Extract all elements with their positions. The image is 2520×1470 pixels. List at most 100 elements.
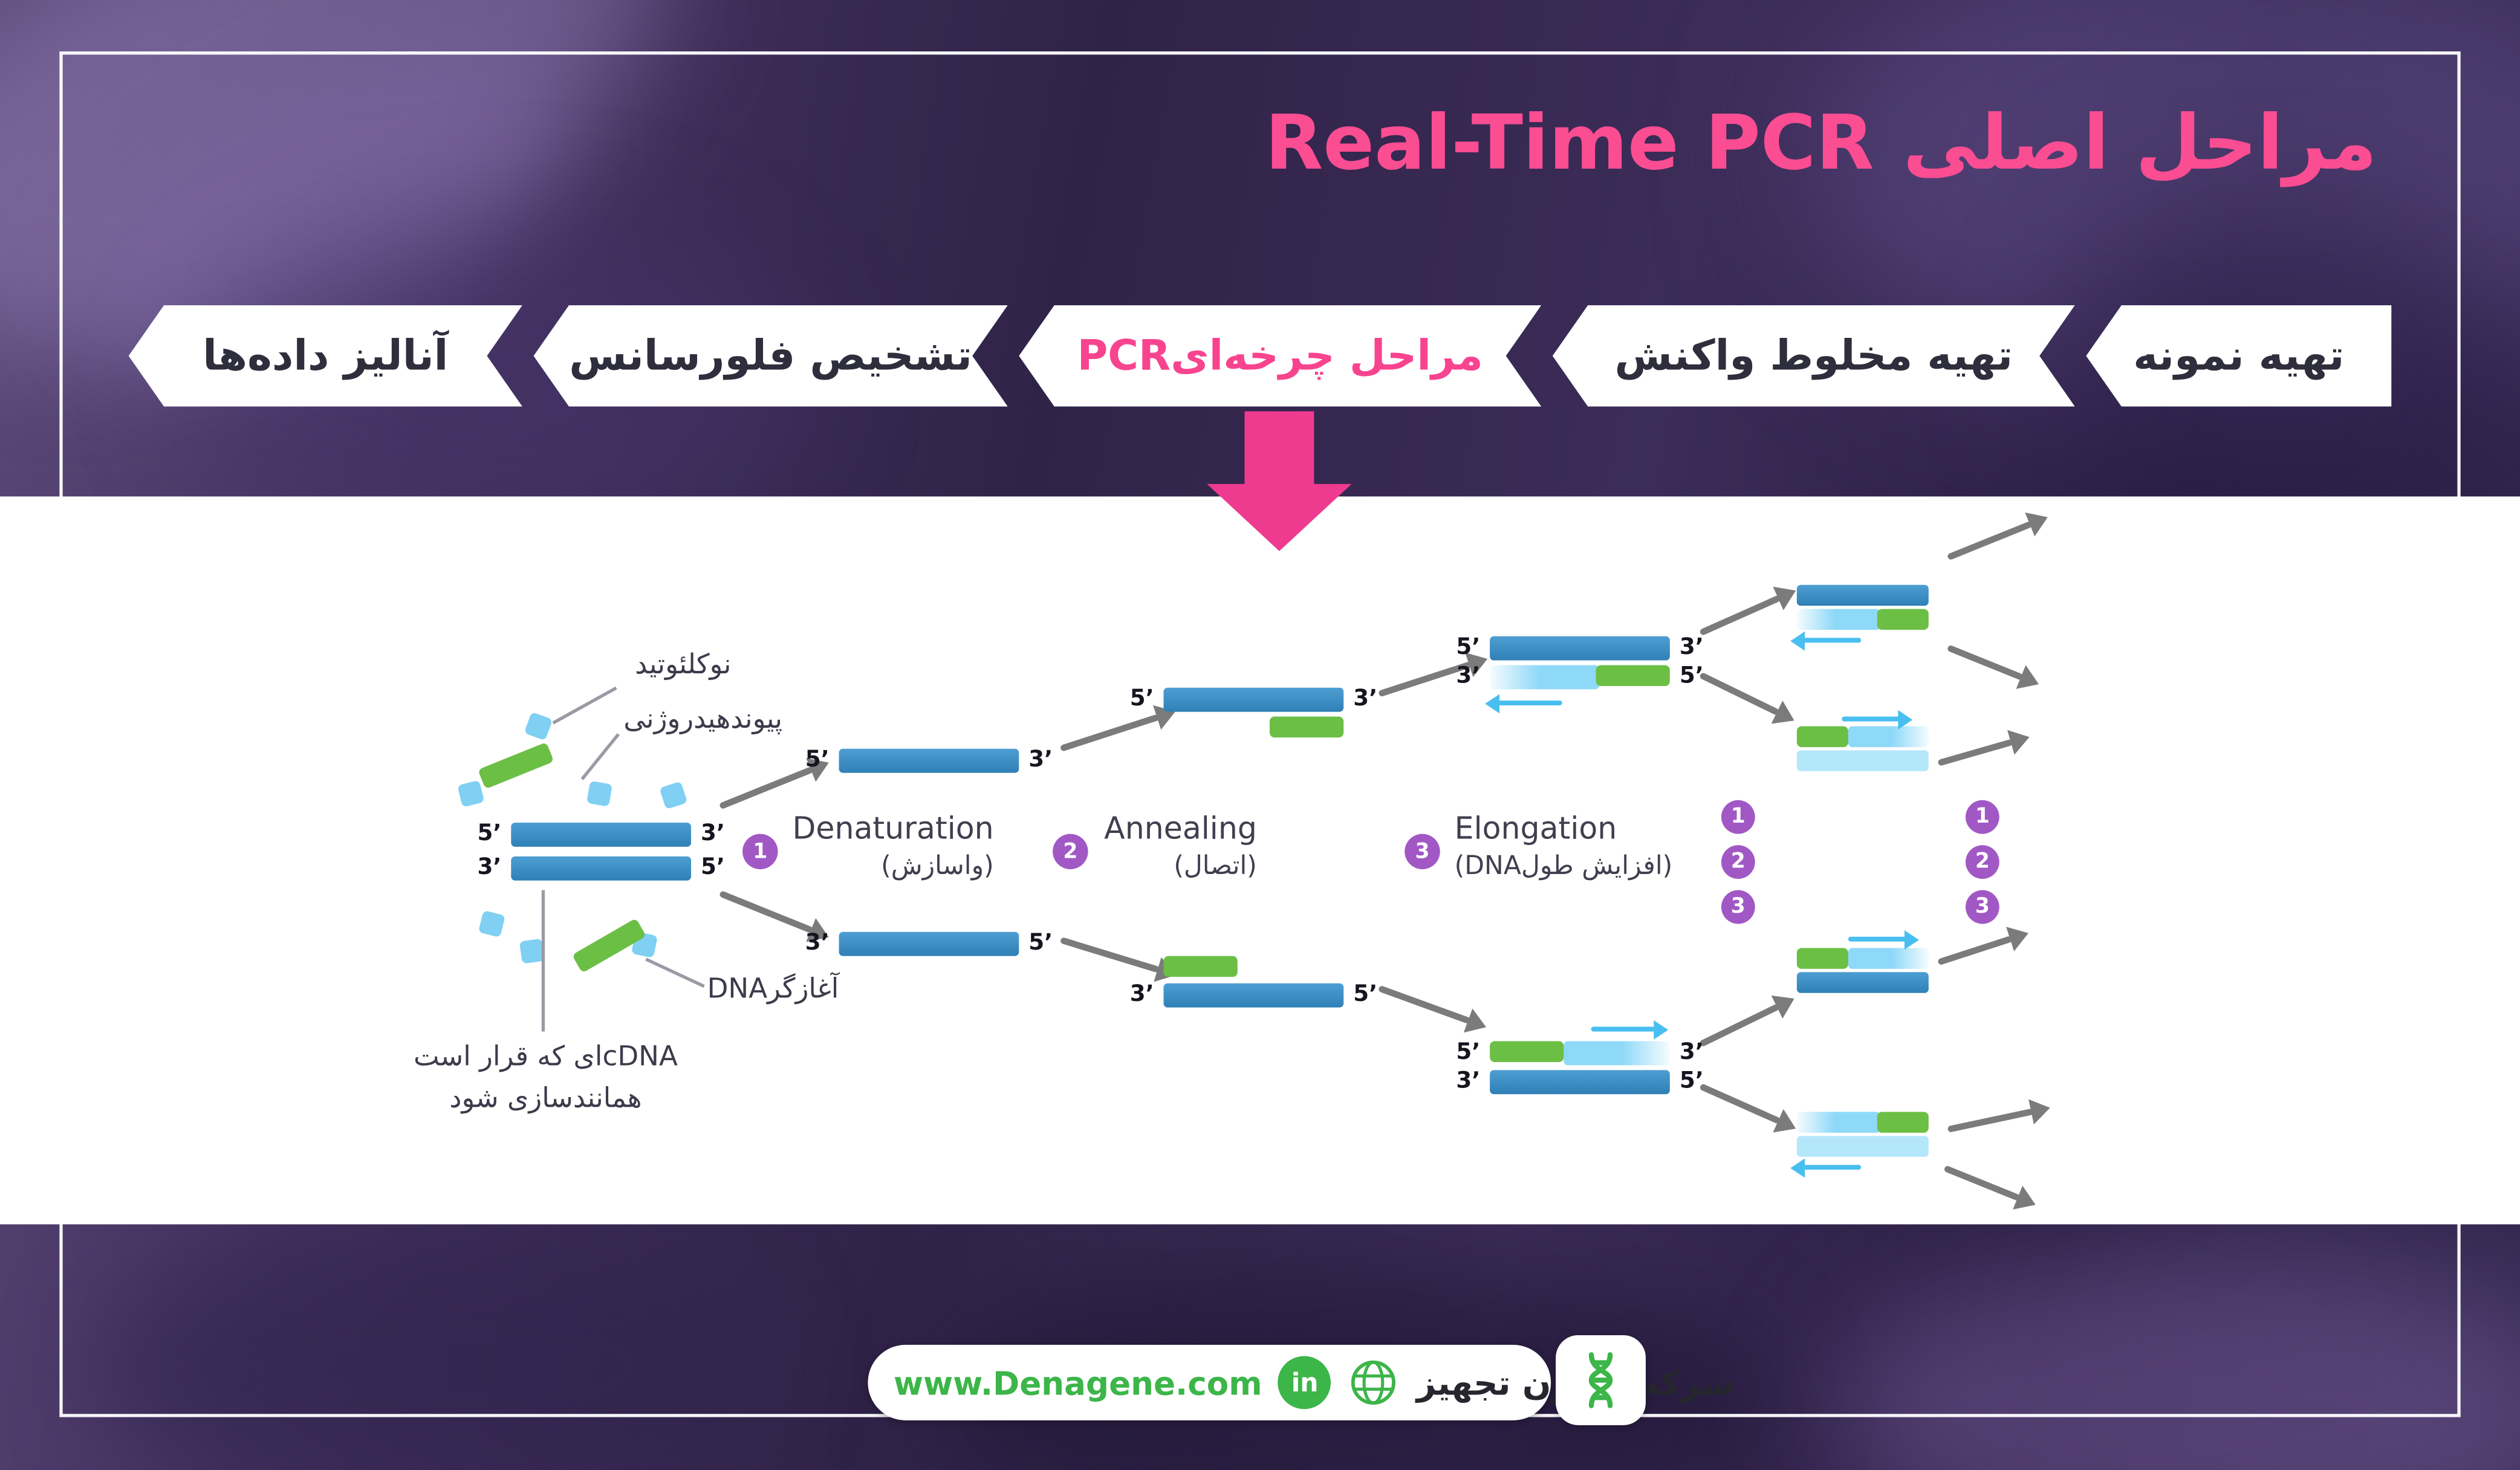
product-strand — [1796, 750, 1929, 771]
strand-end-label: 3’ — [1679, 1039, 1704, 1066]
stage-number-3: 3 — [1405, 834, 1440, 870]
annealing-template-bottom — [1163, 983, 1344, 1008]
strand-end-label: 5’ — [1679, 1068, 1704, 1095]
elongation-template-bottom — [1490, 1070, 1670, 1095]
cycle-number-3: 3 — [1721, 890, 1755, 924]
strand-end-label: 5’ — [805, 747, 830, 773]
stage-annealing-en: Annealing — [1104, 811, 1257, 847]
template-strand-top — [511, 822, 692, 847]
strand-end-label: 3’ — [1129, 982, 1154, 1008]
stage-annealing: Annealing (اتصال) — [1104, 811, 1257, 880]
process-step-label: مراحل چرخه‌ایPCR — [1077, 331, 1483, 380]
product-strand — [1796, 1112, 1881, 1133]
product-primer — [1877, 609, 1929, 630]
product-primer — [1877, 1112, 1929, 1133]
template-strand-bottom — [511, 856, 692, 881]
synthesis-direction-arrow — [1485, 693, 1562, 713]
stage-denaturation: Denaturation (واسازش) — [792, 811, 993, 880]
new-strand-growing — [1564, 1041, 1670, 1066]
strand-end-label: 5’ — [477, 821, 502, 847]
strand-end-label: 5’ — [1353, 982, 1378, 1008]
process-step-sample: تهیه نمونه — [2086, 305, 2392, 407]
stage-denaturation-en: Denaturation — [792, 811, 994, 847]
process-step-pcr-cycles: مراحل چرخه‌ایPCR — [1019, 305, 1541, 406]
elongation-template-top — [1490, 636, 1670, 661]
page-title: مراحل اصلی Real-Time PCR — [1250, 100, 2391, 188]
strand-end-label: 3’ — [1456, 1068, 1481, 1095]
annealed-primer — [1596, 665, 1670, 687]
product-strand — [1848, 726, 1929, 748]
strand-end-label: 5’ — [700, 855, 726, 881]
synthesis-direction-arrow — [1848, 929, 1919, 949]
footer-bar: www.Denagene.com in شرکت دناژن تجهیز — [868, 1344, 1735, 1420]
cycle-number-2: 2 — [1721, 845, 1755, 879]
annealed-primer — [1163, 956, 1238, 977]
stage-elongation-fa: (افزایش طولDNA) — [1454, 850, 1673, 881]
synthesis-direction-arrow — [1591, 1019, 1669, 1039]
product-strand — [1796, 972, 1929, 993]
process-step-label: تهیه مخلوط واکنش — [1614, 331, 2013, 380]
hydrogen-bond-label: پیوندهیدروژنی — [623, 704, 783, 736]
process-step-analysis: آنالیز داده‌ها — [129, 305, 522, 406]
synthesis-direction-arrow — [1790, 630, 1862, 650]
strand-end-label: 3’ — [700, 821, 726, 847]
process-step-fluorescence: تشخیص فلورسانس — [534, 305, 1008, 406]
strand-end-label: 3’ — [1353, 686, 1378, 712]
strand-end-label: 3’ — [477, 855, 502, 881]
stage-elongation-en: Elongation — [1454, 811, 1617, 847]
page-title-fa: مراحل اصلی — [1903, 99, 2377, 189]
cycle-number-2: 2 — [1965, 845, 1999, 879]
page-title-en: Real-Time PCR — [1265, 99, 1874, 189]
cycle-number-1: 1 — [1721, 800, 1755, 834]
strand-end-label: 5’ — [1679, 663, 1704, 690]
nucleotide-square — [586, 780, 613, 807]
cycle-number-1: 1 — [1965, 800, 1999, 834]
product-strand — [1848, 948, 1929, 969]
synthesis-direction-arrow — [1790, 1158, 1862, 1177]
product-primer — [1796, 948, 1848, 969]
website-link[interactable]: www.Denagene.com — [893, 1363, 1262, 1402]
new-strand-growing — [1490, 665, 1599, 690]
cycle-number-3: 3 — [1965, 890, 1999, 924]
process-step-mix: تهیه مخلوط واکنش — [1553, 305, 2075, 406]
stage-number-1: 1 — [742, 834, 778, 870]
stage-number-2: 2 — [1053, 834, 1088, 870]
company-logo — [1556, 1335, 1646, 1425]
process-step-label: تشخیص فلورسانس — [569, 331, 973, 380]
synthesis-direction-arrow — [1842, 709, 1913, 729]
strand-end-label: 5’ — [1456, 1039, 1481, 1066]
strand-end-label: 3’ — [1028, 747, 1053, 773]
denatured-strand-top — [839, 748, 1019, 773]
product-primer — [1796, 726, 1848, 748]
cdna-label: cDNAای که قرار است همانندسازی شود — [405, 1037, 686, 1121]
dna-icon — [1588, 1352, 1613, 1408]
strand-end-label: 3’ — [1456, 663, 1481, 690]
process-step-label: آنالیز داده‌ها — [203, 331, 449, 380]
diagram-panel — [0, 496, 2520, 1225]
strand-end-label: 5’ — [1456, 634, 1481, 661]
nucleotide-label: نوکلئوتید — [635, 649, 732, 682]
globe-icon[interactable] — [1348, 1356, 1401, 1410]
stage-denaturation-fa: (واسازش) — [881, 850, 994, 881]
stage-annealing-fa: (اتصال) — [1174, 850, 1257, 881]
annealing-template-top — [1163, 687, 1344, 712]
annealed-primer — [1269, 716, 1344, 738]
primer-label: آغازگرDNA — [707, 973, 839, 1006]
process-step-label: تهیه نمونه — [2133, 331, 2345, 380]
cdna-label-line1: cDNAای که قرار است — [413, 1041, 678, 1073]
strand-end-label: 3’ — [805, 930, 830, 956]
product-strand — [1796, 584, 1929, 606]
nucleotide-square — [519, 938, 545, 964]
strand-end-label: 3’ — [1679, 634, 1704, 661]
cdna-label-line2: همانندسازی شود — [449, 1083, 642, 1116]
linkedin-icon[interactable]: in — [1278, 1356, 1331, 1410]
denatured-strand-bottom — [839, 931, 1019, 956]
leader-line-vertical — [541, 890, 545, 1032]
stage-elongation: Elongation (افزایش طولDNA) — [1455, 811, 1673, 880]
strand-end-label: 5’ — [1028, 930, 1053, 956]
background-blob — [96, 1229, 771, 1470]
strand-end-label: 5’ — [1129, 686, 1154, 712]
annealed-primer — [1490, 1041, 1564, 1063]
product-strand — [1796, 1136, 1929, 1157]
